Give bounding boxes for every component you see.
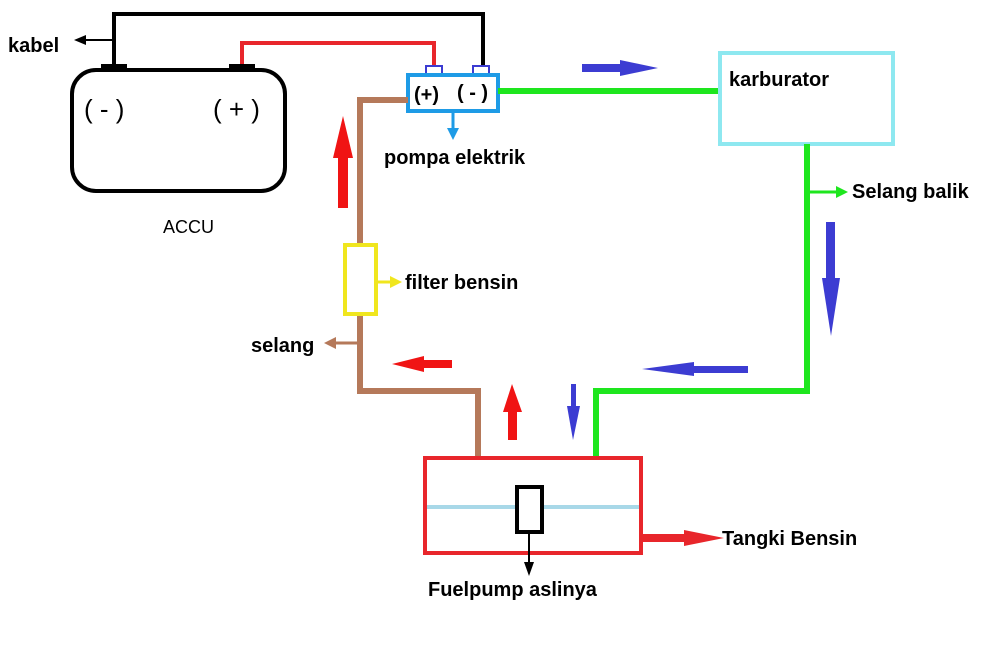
kabel-pointer-head <box>74 35 86 45</box>
pump-minus-label: ( - ) <box>457 82 488 104</box>
flow-arrow-supply-left <box>392 356 452 372</box>
accu-label: ACCU <box>163 217 214 237</box>
return-hose <box>593 144 810 480</box>
battery-plus-label: ( + ) <box>213 94 260 124</box>
karburator-label: karburator <box>729 69 829 91</box>
flow-arrow-return-down <box>822 222 840 336</box>
pump-pointer-head <box>447 128 459 140</box>
fuelpump-pointer-head <box>524 562 534 576</box>
supply-hose <box>357 314 481 490</box>
flow-arrow-supply-up <box>333 116 353 208</box>
filter-bensin-label: filter bensin <box>405 272 518 294</box>
tangki-pointer <box>641 530 724 546</box>
battery-positive-terminal <box>229 64 255 72</box>
flow-arrow-to-carburetor <box>582 60 658 76</box>
selang-balik-pointer-head <box>836 186 848 198</box>
positive-cable <box>240 41 436 68</box>
flow-arrow-into-tank <box>567 384 580 440</box>
negative-cable <box>112 12 485 70</box>
supply-hose-upper <box>357 97 408 245</box>
selang-label: selang <box>251 335 314 357</box>
battery-body <box>70 68 287 193</box>
pompa-elektrik-label: pompa elektrik <box>384 147 526 169</box>
battery-minus-label: ( - ) <box>84 94 124 124</box>
pump-plus-label: (+) <box>414 84 439 106</box>
filter-pointer-head <box>390 276 402 288</box>
battery-negative-terminal <box>101 64 127 72</box>
kabel-label: kabel <box>8 35 59 57</box>
flow-arrow-out-of-tank <box>503 384 522 440</box>
selang-balik-label: Selang balik <box>852 181 970 203</box>
fuelpump-aslinya-label: Fuelpump aslinya <box>428 579 598 601</box>
flow-arrow-return-left <box>642 362 748 376</box>
battery: ( - ) ( + ) <box>70 64 287 193</box>
tangki-bensin-label: Tangki Bensin <box>722 528 857 550</box>
original-fuel-pump <box>515 485 544 534</box>
selang-pointer-head <box>324 337 336 349</box>
carburetor <box>718 51 895 146</box>
electric-pump: (+) ( - ) <box>406 65 500 140</box>
fuel-filter <box>343 243 378 316</box>
